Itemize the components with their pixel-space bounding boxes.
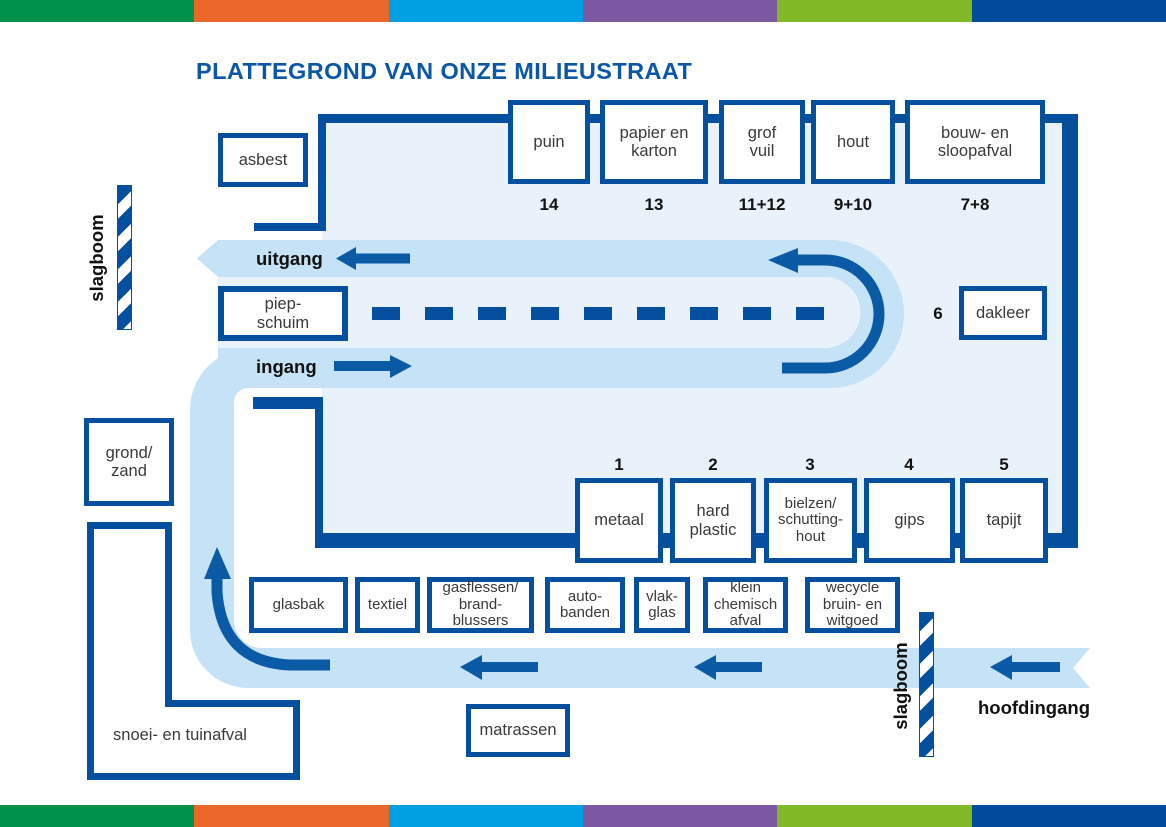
u-turn-arrowhead-icon [768, 248, 798, 273]
station-box-bielzen: bielzen/ schutting- hout [764, 478, 857, 563]
bottom-road-arrowhead-icon [990, 655, 1012, 680]
station-label: tapijt [986, 511, 1022, 530]
station-box-papier-karton: papier en karton [600, 100, 708, 184]
station-label: grof vuil [747, 123, 777, 160]
wall-entry-jog [253, 397, 323, 409]
station-box-autobanden: auto- banden [545, 577, 625, 633]
color-segment-lightgreen [777, 0, 972, 22]
station-box-grond-zand: grond/ zand [84, 418, 174, 506]
station-label: hout [836, 132, 870, 151]
station-number-puin: 14 [539, 195, 559, 214]
bottom-road-arrowhead-icon [460, 655, 482, 680]
station-label: papier en karton [619, 123, 689, 160]
turn-up-arrow-icon [211, 576, 330, 671]
station-box-wecycle: wecycle bruin- en witgoed [805, 577, 900, 633]
wall-left-lower [315, 397, 323, 540]
color-segment-orange [194, 805, 389, 827]
station-number-bouw-sloopafval: 7+8 [960, 195, 990, 214]
station-box-matrassen: matrassen [466, 704, 570, 757]
uitgang-arrowhead-icon [336, 247, 356, 270]
station-box-gasflessen: gasflessen/ brand- blussers [427, 577, 534, 633]
color-segment-lightgreen [777, 805, 972, 827]
ingang-label: ingang [256, 356, 317, 377]
station-box-klein-chemisch: klein chemisch afval [703, 577, 788, 633]
wall-right [1062, 114, 1078, 548]
station-label: gips [894, 511, 925, 530]
station-number-papier-karton: 13 [644, 195, 664, 214]
color-segment-cyan [388, 0, 583, 22]
slagboom-barrier-right [919, 612, 934, 757]
station-label: klein chemisch afval [713, 579, 778, 630]
color-segment-purple [582, 805, 778, 827]
color-segment-darkblue [971, 0, 1166, 22]
top-color-bar [0, 0, 1166, 22]
station-number-hard-plastic: 2 [708, 455, 718, 474]
color-segment-purple [582, 0, 778, 22]
station-label: dakleer [975, 303, 1031, 322]
color-segment-green [0, 0, 195, 22]
slagboom-left-label: slagboom [86, 214, 107, 302]
color-segment-cyan [388, 805, 583, 827]
turn-up-arrowhead-icon [204, 547, 231, 579]
station-box-vlakglas: vlak- glas [634, 577, 690, 633]
station-box-puin: puin [508, 100, 590, 184]
station-box-glasbak: glasbak [249, 577, 348, 633]
uitgang-label: uitgang [256, 248, 323, 269]
station-box-gips: gips [864, 478, 955, 563]
station-number-gips: 4 [904, 455, 914, 474]
station-label: auto- banden [559, 587, 611, 621]
color-segment-darkblue [971, 805, 1166, 827]
station-label: matrassen [479, 721, 557, 740]
wall-exit-jog [254, 223, 326, 231]
station-box-hard-plastic: hard plastic [670, 478, 756, 563]
traffic-arrows [204, 247, 1060, 680]
station-label: hard plastic [689, 502, 737, 539]
station-number-hout: 9+10 [833, 195, 873, 214]
bottom-color-bar [0, 805, 1166, 827]
station-label: asbest [238, 150, 288, 169]
station-box-textiel: textiel [355, 577, 420, 633]
slagboom-barrier-left [117, 185, 132, 330]
station-number-tapijt: 5 [999, 455, 1009, 474]
station-box-metaal: metaal [575, 478, 663, 563]
station-label: wecycle bruin- en witgoed [822, 579, 883, 630]
u-turn-arrow-icon [782, 254, 885, 374]
bottom-road-arrowhead-icon [694, 655, 716, 680]
station-label: gasflessen/ brand- blussers [442, 579, 519, 630]
station-number-grof-vuil: 11+12 [738, 195, 786, 214]
station-number-dakleer: 6 [933, 304, 943, 323]
station-label: textiel [367, 595, 408, 613]
exit-lane-tip [197, 240, 218, 277]
station-label: piep- schuim [256, 295, 310, 332]
station-box-piepschuim: piep- schuim [218, 286, 348, 341]
wall-left-upper [318, 114, 326, 231]
station-box-hout: hout [811, 100, 895, 184]
slagboom-right-label: slagboom [890, 642, 911, 730]
station-box-asbest: asbest [218, 133, 308, 187]
station-box-bouw-sloopafval: bouw- en sloopafval [905, 100, 1045, 184]
ingang-arrowhead-icon [390, 355, 412, 378]
station-label: bouw- en sloopafval [937, 123, 1013, 160]
station-number-metaal: 1 [614, 455, 624, 474]
station-label: vlak- glas [646, 587, 678, 621]
station-box-grof-vuil: grof vuil [719, 100, 805, 184]
station-label: metaal [594, 511, 644, 530]
hoofdingang-label: hoofdingang [978, 697, 1090, 718]
station-label: puin [533, 132, 565, 151]
station-label: glasbak [272, 595, 325, 613]
station-label: grond/ zand [105, 443, 153, 480]
page-title: PLATTEGROND VAN ONZE MILIEUSTRAAT [196, 58, 693, 84]
color-segment-green [0, 805, 195, 827]
station-number-bielzen: 3 [805, 455, 815, 474]
station-box-dakleer: dakleer [959, 286, 1047, 340]
station-label: bielzen/ schutting- hout [777, 494, 844, 545]
station-label-snoei-tuinafval: snoei- en tuinafval [113, 726, 247, 744]
snoei-tuinafval-outline [87, 522, 300, 780]
station-box-tapijt: tapijt [960, 478, 1048, 563]
color-segment-orange [194, 0, 389, 22]
